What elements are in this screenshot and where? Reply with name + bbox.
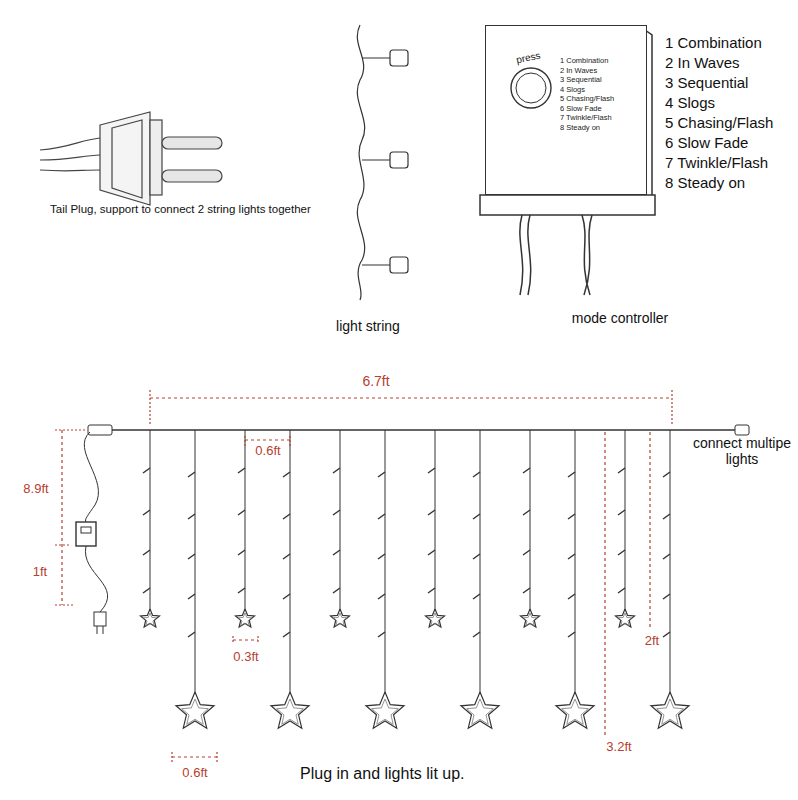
part-name: mode controller — [572, 310, 669, 326]
mode-list-item: 8 Steady on — [665, 174, 745, 191]
mode-item: 2 In Waves — [560, 66, 597, 75]
dimension-label: 6.7ft — [360, 373, 391, 389]
mode-list-item: 4 Slogs — [665, 94, 715, 111]
dimension-label: 2ft — [643, 634, 661, 649]
tail-plug — [40, 112, 222, 205]
mode-item: 6 Slow Fade — [560, 104, 602, 113]
mode-item: 7 Twinkle/Flash — [560, 113, 612, 122]
curtain-lights — [55, 390, 749, 762]
dimension-label: 1ft — [31, 565, 49, 580]
mode-item: 3 Sequential — [560, 75, 602, 84]
mode-item: 4 Slogs — [560, 85, 585, 94]
press-button — [486, 26, 566, 116]
dimension-label: 8.9ft — [21, 482, 50, 497]
dimension-label: 3.2ft — [604, 740, 633, 755]
mode-item: 5 Chasing/Flash — [560, 94, 614, 103]
mode-list-item: 7 Twinkle/Flash — [665, 154, 768, 171]
button-label: press — [515, 50, 541, 66]
mode-controller-box: press 1 Combination2 In Waves3 Sequential… — [485, 25, 647, 195]
mode-list-item: 1 Combination — [665, 34, 762, 51]
dimension-label: 0.3ft — [231, 650, 260, 665]
mode-list-item: 6 Slow Fade — [665, 134, 748, 151]
dimension-label: 0.6ft — [253, 444, 282, 459]
part-name: light string — [336, 318, 400, 334]
mode-list-item: 3 Sequential — [665, 74, 748, 91]
connector-note: connect multipe lights — [692, 435, 792, 467]
light-string — [357, 25, 408, 300]
mode-list-item: 5 Chasing/Flash — [665, 114, 773, 131]
mode-item: 1 Combination — [560, 56, 608, 65]
mode-item: 8 Steady on — [560, 123, 600, 132]
plug-caption: Tail Plug, support to connect 2 string l… — [50, 203, 311, 216]
caption-note: Plug in and lights lit up. — [300, 765, 465, 783]
dimension-label: 0.6ft — [180, 766, 209, 781]
mode-list-item: 2 In Waves — [665, 54, 739, 71]
